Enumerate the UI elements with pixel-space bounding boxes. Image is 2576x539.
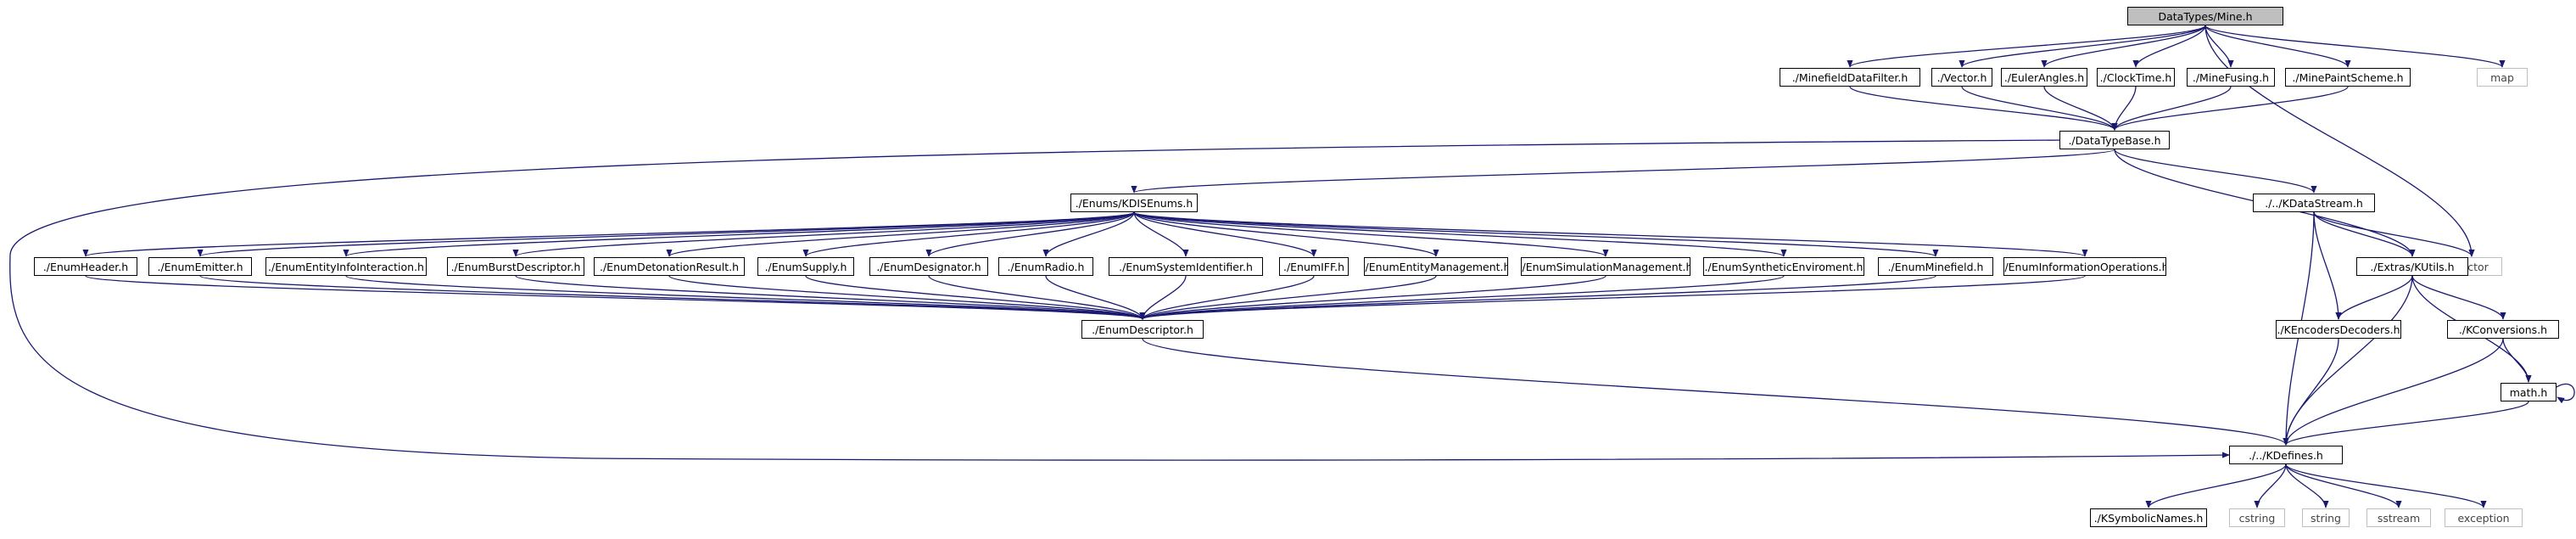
node-esupply[interactable]: ./EnumSupply.h [757, 257, 854, 276]
edge-esupply-to-edesc [805, 275, 1146, 320]
edge-einfoops-to-edesc [1139, 275, 2086, 320]
edge-mfilter-to-dtbase [1849, 86, 2118, 131]
edge-kdefines-to-sstream [2285, 463, 2402, 508]
edge-kdisenums-to-esynth [1133, 211, 1787, 257]
node-mine[interactable]: DataTypes/Mine.h [2127, 7, 2283, 25]
edge-math-to-kdefines [2283, 401, 2529, 446]
edge-kutils-to-kconv [2411, 275, 2506, 320]
node-paint[interactable]: ./MinePaintScheme.h [2285, 68, 2411, 87]
node-clock[interactable]: ./ClockTime.h [2097, 68, 2175, 87]
edge-kdisenums-to-edesig [925, 211, 1135, 257]
edge-mine-to-paint [2204, 25, 2351, 68]
edge-edesig-to-edesc [928, 275, 1146, 320]
edge-fusing-to-dtbase [2111, 86, 2232, 131]
node-eburst[interactable]: ./EnumBurstDescriptor.h [447, 257, 584, 276]
edge-kdefines-to-cstring [2254, 463, 2287, 508]
node-edesc[interactable]: ./EnumDescriptor.h [1081, 320, 1204, 339]
edge-kconv-to-kdefines [2283, 338, 2504, 446]
edge-kdisenums-to-eradio [1042, 211, 1135, 257]
node-map: map [2477, 68, 2528, 87]
node-mfilter[interactable]: ./MinefieldDataFilter.h [1780, 68, 1920, 87]
edge-mine-to-mfilter [1847, 25, 2206, 68]
edge-mine-to-clock [2132, 25, 2206, 68]
node-string: string [2302, 508, 2350, 527]
node-esysid[interactable]: ./EnumSystemIdentifier.h [1109, 257, 1263, 276]
edge-kdefines-to-ksym [2145, 463, 2287, 508]
node-kutils[interactable]: ./Extras/KUtils.h [2356, 257, 2468, 276]
edge-kdisenums-to-esysid [1133, 211, 1189, 257]
edge-mine-to-vector [2204, 25, 2475, 257]
edge-paint-to-dtbase [2111, 86, 2349, 131]
node-emine[interactable]: ./EnumMinefield.h [1878, 257, 1993, 276]
node-eiff[interactable]: ./EnumIFF.h [1279, 257, 1349, 276]
edge-mine-to-fusing [2204, 25, 2234, 68]
edge-kencdec-to-kdefines [2283, 338, 2339, 446]
edge-eentmgmt-to-edesc [1139, 275, 1437, 320]
node-einfo[interactable]: ./EnumEntityInfoInteraction.h [265, 257, 427, 276]
edge-dtbase-to-kstream [2114, 149, 2317, 194]
edge-dtbase-to-kdisenums [1131, 149, 2115, 194]
edge-kdisenums-to-eentmgmt [1133, 211, 1439, 257]
node-kdisenums[interactable]: ./Enums/KDISEnums.h [1070, 194, 1198, 212]
edge-mine-to-vector_h [1959, 25, 2206, 68]
edge-vector_h-to-dtbase [1961, 86, 2118, 131]
node-esynth[interactable]: ./EnumSyntheticEnviroment.h [1703, 257, 1864, 276]
node-ksym[interactable]: ./KSymbolicNames.h [2090, 508, 2207, 527]
edge-dtbase-to-kdefines [9, 139, 2230, 461]
node-cstring: cstring [2229, 508, 2285, 527]
edge-kdisenums-to-emine [1133, 211, 1939, 257]
edge-kstream-to-kutils [2313, 211, 2416, 257]
node-kencdec[interactable]: ./KEncodersDecoders.h [2276, 320, 2401, 339]
edge-eiff-to-edesc [1139, 275, 1315, 320]
edge-math-to-math [2556, 383, 2575, 404]
edge-emine-to-edesc [1139, 275, 1936, 320]
edge-kstream-to-kencdec [2313, 211, 2342, 320]
edge-eheader-to-edesc [85, 275, 1146, 320]
edge-esynth-to-edesc [1139, 275, 1785, 320]
edge-kdisenums-to-esupply [802, 211, 1135, 257]
node-euler[interactable]: ./EulerAngles.h [2001, 68, 2087, 87]
node-exception: exception [2445, 508, 2523, 527]
edge-kdisenums-to-eburst [512, 211, 1135, 257]
node-kstream[interactable]: ./../KDataStream.h [2253, 194, 2375, 212]
node-kdefines[interactable]: ./../KDefines.h [2229, 446, 2343, 464]
edge-kdisenums-to-eemitter [197, 211, 1135, 257]
edge-kdefines-to-string [2285, 463, 2329, 508]
node-fusing[interactable]: ./MineFusing.h [2187, 68, 2275, 87]
node-dtbase[interactable]: ./DataTypeBase.h [2059, 131, 2170, 149]
node-edet[interactable]: ./EnumDetonationResult.h [594, 257, 745, 276]
node-esimmgmt[interactable]: ./EnumSimulationManagement.h [1521, 257, 1690, 276]
edge-clock-to-dtbase [2111, 86, 2137, 131]
edge-kutils-to-kencdec [2335, 275, 2413, 320]
node-math[interactable]: math.h [2501, 383, 2556, 401]
edge-kdisenums-to-esimmgmt [1133, 211, 1609, 257]
edge-kconv-to-math [2502, 338, 2532, 383]
edge-kstream-to-vector [2313, 211, 2475, 257]
node-eheader[interactable]: ./EnumHeader.h [34, 257, 137, 276]
node-sstream: sstream [2366, 508, 2431, 527]
edge-esimmgmt-to-edesc [1139, 275, 1607, 320]
edge-kdisenums-to-einfoops [1133, 211, 2088, 257]
edge-edet-to-edesc [668, 275, 1146, 320]
edge-eemitter-to-edesc [199, 275, 1146, 320]
edge-eburst-to-edesc [515, 275, 1146, 320]
node-einfoops[interactable]: ./EnumInformationOperations.h [2003, 257, 2166, 276]
edge-kdefines-to-exception [2285, 463, 2487, 508]
node-eradio[interactable]: ./EnumRadio.h [998, 257, 1093, 276]
edge-kdisenums-to-einfo [343, 211, 1135, 257]
edge-einfo-to-edesc [345, 275, 1146, 320]
node-kconv[interactable]: ./KConversions.h [2447, 320, 2559, 339]
edge-eradio-to-edesc [1045, 275, 1146, 320]
node-eemitter[interactable]: ./EnumEmitter.h [148, 257, 252, 276]
edge-kdisenums-to-edet [666, 211, 1135, 257]
edge-edesc-to-kdefines [1142, 338, 2289, 446]
node-edesig[interactable]: ./EnumDesignator.h [869, 257, 988, 276]
edge-kdisenums-to-eiff [1133, 211, 1317, 257]
edge-mine-to-map [2204, 25, 2506, 68]
node-vector_h[interactable]: ./Vector.h [1931, 68, 1992, 87]
edge-mine-to-euler [2041, 25, 2206, 68]
node-eentmgmt[interactable]: ./EnumEntityManagement.h [1364, 257, 1508, 276]
